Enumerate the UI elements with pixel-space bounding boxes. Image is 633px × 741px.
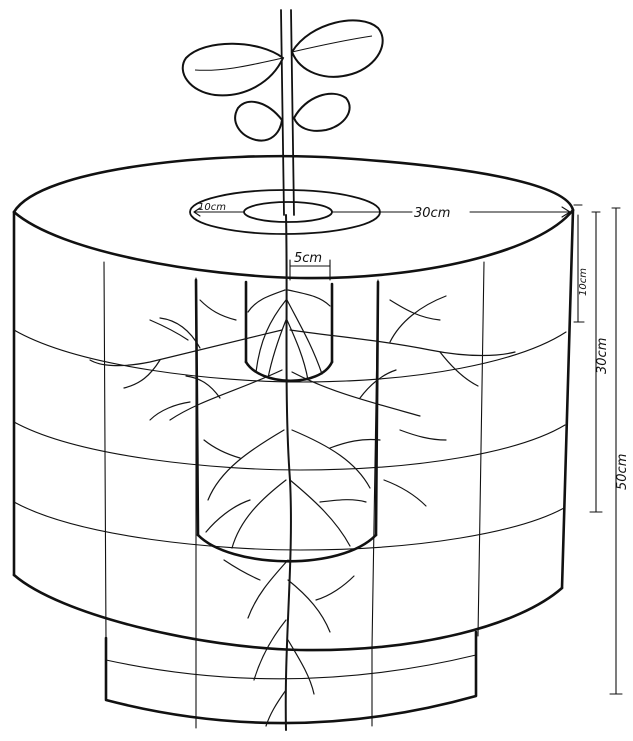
root-branch	[290, 330, 515, 356]
root-branch	[287, 320, 308, 380]
taproot	[286, 215, 291, 730]
root-system	[90, 215, 515, 730]
root-branch	[256, 300, 286, 372]
root-branch	[288, 290, 330, 306]
root-branch	[186, 376, 220, 398]
planting-ring-inner	[244, 202, 332, 222]
root-branch	[248, 560, 288, 618]
root-branch	[224, 560, 260, 580]
root-branch	[200, 300, 236, 320]
root-branch	[288, 640, 314, 694]
root-branch	[268, 320, 286, 378]
root-branch	[390, 296, 446, 342]
root-branch	[400, 430, 446, 440]
root-branch	[124, 360, 160, 388]
depth-10-label: 10cm	[578, 268, 589, 296]
root-branch	[316, 576, 354, 600]
depth-50-label: 50cm	[615, 454, 630, 490]
root-branch	[384, 480, 426, 506]
leaf-lower-left	[235, 102, 282, 141]
inner-core-right-wall	[376, 282, 378, 535]
root-branch	[160, 318, 200, 348]
root-branch	[266, 690, 286, 726]
root-branch	[288, 580, 330, 632]
root-branch	[292, 430, 370, 488]
cylinder-right-wall	[562, 210, 573, 588]
root-branch	[150, 402, 190, 420]
section-line-4	[478, 262, 484, 636]
cylinder-top-front-rim	[14, 210, 573, 278]
core-diameter-label: 5cm	[294, 251, 322, 266]
inner-diameter-label: 10cm	[198, 202, 226, 213]
soil-cylinder	[14, 156, 573, 650]
root-branch	[320, 500, 366, 502]
root-branch	[204, 440, 240, 458]
root-branch	[90, 330, 282, 366]
leaf-upper-left	[183, 44, 283, 96]
root-branch	[170, 370, 282, 420]
pedestal-layer-line	[106, 655, 476, 679]
layer-line-3	[14, 502, 564, 550]
root-branch	[208, 430, 284, 500]
seedling	[183, 10, 383, 215]
root-branch	[232, 480, 286, 548]
lower-cylinder	[106, 632, 476, 728]
outer-radius-label: 30cm	[414, 206, 450, 221]
root-branch	[390, 300, 440, 320]
stem-right-edge	[291, 10, 294, 215]
root-branch	[150, 320, 188, 340]
stem-left-edge	[281, 10, 284, 215]
root-branch	[206, 500, 250, 532]
root-branch	[290, 480, 350, 546]
depth-30-label: 30cm	[595, 338, 610, 374]
root-branch	[330, 439, 380, 448]
inner-core-bottom	[198, 535, 376, 561]
leaf-lower-right	[294, 94, 350, 131]
